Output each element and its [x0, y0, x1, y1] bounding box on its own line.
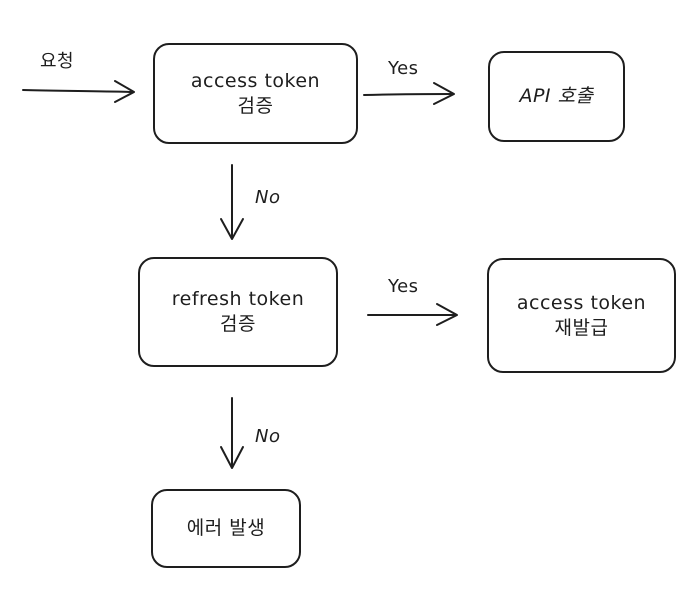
node-access-token-reissue-line1: access token: [516, 291, 647, 314]
arrow-refresh-to-error: [220, 397, 244, 469]
edge-label-refresh-no: No: [255, 426, 281, 447]
node-error[interactable]: 에러 발생: [151, 489, 301, 568]
node-refresh-token-verify-line1: refresh token: [171, 288, 305, 311]
edge-label-access-no: No: [255, 187, 281, 208]
arrow-access-to-api: [363, 82, 455, 105]
arrow-request-in: [22, 80, 135, 103]
node-api-call[interactable]: API 호출: [488, 51, 625, 142]
node-refresh-token-verify[interactable]: refresh token 검증: [138, 257, 338, 367]
node-access-token-reissue-line2: 재발급: [554, 316, 609, 339]
arrow-refresh-to-reissue: [367, 303, 458, 326]
node-access-token-verify[interactable]: access token 검증: [153, 43, 358, 144]
edge-label-access-yes: Yes: [388, 58, 419, 79]
request-label: 요청: [40, 51, 75, 72]
node-error-label: 에러 발생: [186, 517, 266, 540]
node-access-token-verify-line2: 검증: [237, 94, 274, 117]
node-access-token-reissue[interactable]: access token 재발급: [487, 258, 676, 373]
arrow-access-to-refresh: [220, 164, 244, 240]
edge-label-refresh-yes: Yes: [388, 276, 419, 297]
node-refresh-token-verify-line2: 검증: [220, 313, 256, 335]
node-access-token-verify-line1: access token: [190, 69, 321, 92]
node-api-call-label: API 호출: [519, 85, 594, 108]
